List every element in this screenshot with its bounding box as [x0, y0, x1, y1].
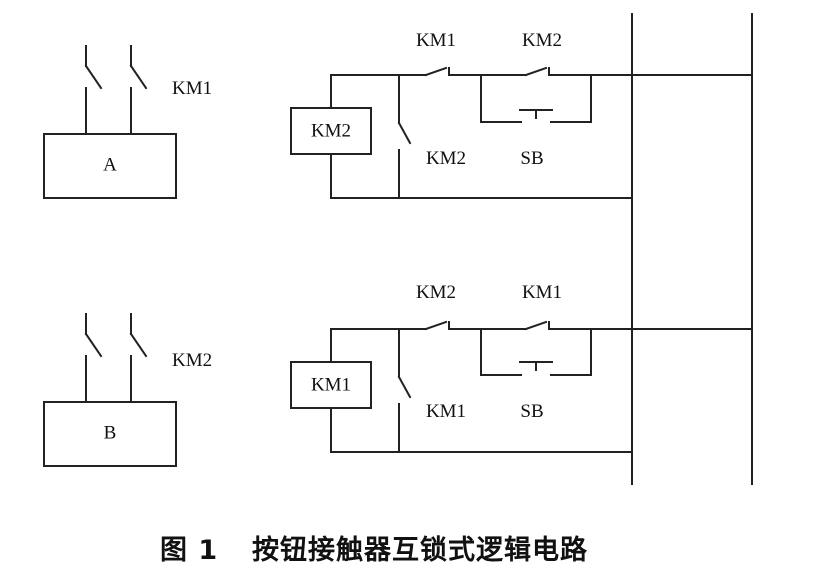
motor-b-label: B [104, 422, 117, 443]
rung-bottom: KM1 KM2 KM1 KM1 SB [290, 282, 753, 453]
rung-bottom-contact-right [524, 320, 548, 331]
rung-top-contact-left-label: KM1 [416, 30, 456, 51]
rung-bottom-coil [290, 361, 372, 409]
rung-top-holding-label: KM2 [426, 148, 466, 169]
rung-top-holding-contact [397, 121, 412, 145]
motor-b-switch-label: KM2 [172, 350, 212, 371]
rung-top-pushbutton [519, 109, 553, 119]
rung-top-button-label: SB [520, 148, 543, 169]
motor-b-box [43, 401, 177, 467]
motor-b-switch-poles [84, 313, 148, 403]
motor-a-box [43, 133, 177, 199]
rung-bottom-contact-left [424, 320, 448, 331]
rung-bottom-coil-label: KM1 [311, 374, 351, 395]
rung-top-contact-right-label: KM2 [522, 30, 562, 51]
motor-a-switch-poles [84, 45, 148, 135]
motor-a-switch-label: KM1 [172, 78, 212, 99]
rung-top-contact-left [424, 66, 448, 77]
figure-number: 图 1 [160, 535, 218, 566]
rung-bottom-holding-label: KM1 [426, 401, 466, 422]
figure-title: 按钮接触器互锁式逻辑电路 [252, 534, 588, 566]
motor-a-label: A [103, 154, 117, 175]
rung-bottom-holding-contact [397, 375, 412, 399]
rung-bottom-contact-right-label: KM1 [522, 282, 562, 303]
rung-top-contact-right [524, 66, 548, 77]
rung-bottom-button-label: SB [520, 401, 543, 422]
motor-b-group: B KM2 [43, 313, 212, 467]
rung-top-coil-label: KM2 [311, 120, 351, 141]
rung-bottom-pushbutton [519, 361, 553, 371]
rung-bottom-contact-left-label: KM2 [416, 282, 456, 303]
motor-a-group: A KM1 [43, 45, 212, 199]
rung-top: KM2 KM1 KM2 KM2 SB [290, 30, 753, 199]
